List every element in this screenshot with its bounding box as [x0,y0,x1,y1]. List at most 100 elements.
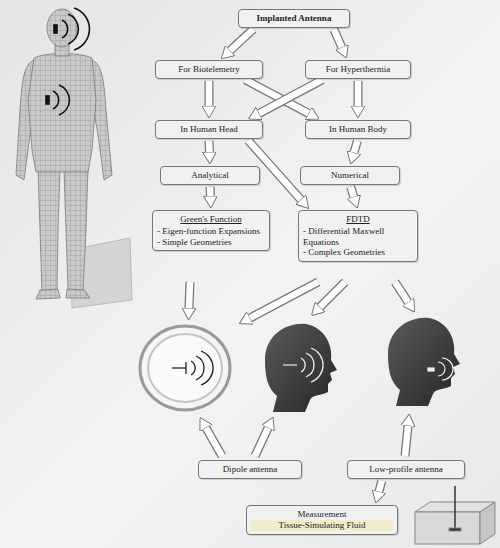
head-model [265,324,337,412]
box-text: Low-profile antenna [352,464,460,475]
box-text: - Simple Geometries [157,237,265,248]
block-arrow [354,141,357,153]
location-box: In Human Head [155,120,263,139]
box-heading: Green's Function [157,214,265,225]
box-text: Implanted Antenna [243,13,345,24]
box-text: For Biotelemetry [160,64,258,75]
radiation-arc [196,356,204,380]
block-arrow [379,481,382,492]
block-arrow [395,282,408,302]
root-box: Implanted Antenna [238,9,350,28]
arrow-outline [379,481,382,492]
arrow-body [351,187,354,197]
body-leg [64,168,88,292]
block-arrow [351,187,354,197]
block-arrow [334,30,342,48]
method-box: Analytical [160,166,260,185]
block-arrow [255,428,268,456]
radiation-arc [191,361,195,375]
arrow-outline [334,30,342,48]
block-arrow [358,81,359,106]
arrow-body [355,81,362,106]
block-arrow [210,187,211,196]
body-arm [92,60,112,180]
radiation-arc [53,91,59,109]
sphere-model [140,326,230,410]
radiation-arc [311,348,323,382]
box-text: Dipole antenna [203,464,297,475]
probe [454,486,456,530]
dipole-antenna-symbol [283,364,297,365]
arrow-body [334,30,342,48]
low-profile-antenna-symbol [428,368,434,371]
arrow-outline [259,80,322,114]
radiation-arc [74,8,89,50]
antenna-type-box: Dipole antenna [198,460,302,479]
body-torso [28,54,96,173]
body-leg [38,168,60,293]
technique-box: FDTD- Differential Maxwell Equations- Co… [298,210,418,262]
arrow-body [206,81,213,106]
box-text: Numerical [305,170,395,181]
category-box: For Biotelemetry [155,60,263,79]
category-box: For Hyperthermia [305,60,411,79]
arrow-body [207,187,214,196]
block-arrow [259,80,322,114]
radiation-arc [301,358,305,372]
block-arrow [320,282,345,307]
arrow-body [206,141,213,152]
box-text: - Complex Geometries [303,247,413,258]
radiation-arc [68,14,78,44]
arrow-body [354,141,357,153]
box-text: Tissue-Simulating Fluid [251,520,393,531]
dipole-antenna-symbol [185,362,186,374]
tank-side [480,502,495,544]
box-heading: FDTD [303,214,413,225]
box-heading: Measurement [251,509,393,520]
arrow-outline [354,81,363,106]
box-text: For Hyperthermia [310,64,406,75]
block-arrow [230,29,253,50]
block-arrow [250,282,318,318]
radiation-arc [201,351,213,385]
method-box: Numerical [300,166,400,185]
implant-marker [54,25,57,33]
arrow-outline [205,141,214,152]
arrow-outline [354,141,357,153]
technique-box: Green's Function- Eigen-function Expansi… [152,210,270,251]
radiation-arc [59,85,69,115]
tank-front [415,512,480,544]
box-text: Analytical [165,170,255,181]
block-arrow [206,428,222,456]
box-text: - Differential Maxwell Equations [303,226,413,248]
box-text: In Human Body [310,124,406,135]
location-box: In Human Body [305,120,411,139]
block-arrow [209,81,210,106]
box-text: In Human Head [160,124,258,135]
radiation-arc [438,362,445,376]
arrow-outline [351,187,354,197]
block-arrow [209,141,210,152]
arrow-body [379,481,382,492]
arrow-outline [206,187,215,196]
dipole-antenna-symbol [172,367,186,368]
radiation-arc [62,20,68,38]
arrow-body [259,80,322,114]
block-arrow [405,426,408,456]
arrow-body [230,29,253,50]
head-model [388,318,460,406]
radiation-arc [442,358,453,380]
radiation-arc [306,353,314,377]
antenna-type-box: Low-profile antenna [347,460,465,479]
box-text: - Eigen-function Expansions [157,226,265,237]
arrow-outline [230,29,253,50]
sphere-layer [148,334,222,402]
block-arrow [189,282,190,308]
body-foot [66,289,90,298]
body-foot [36,289,60,299]
probe-antenna [449,528,461,531]
arrow-outline [205,81,214,106]
implant-marker [46,96,49,104]
measurement-box: MeasurementTissue-Simulating Fluid [246,505,398,535]
